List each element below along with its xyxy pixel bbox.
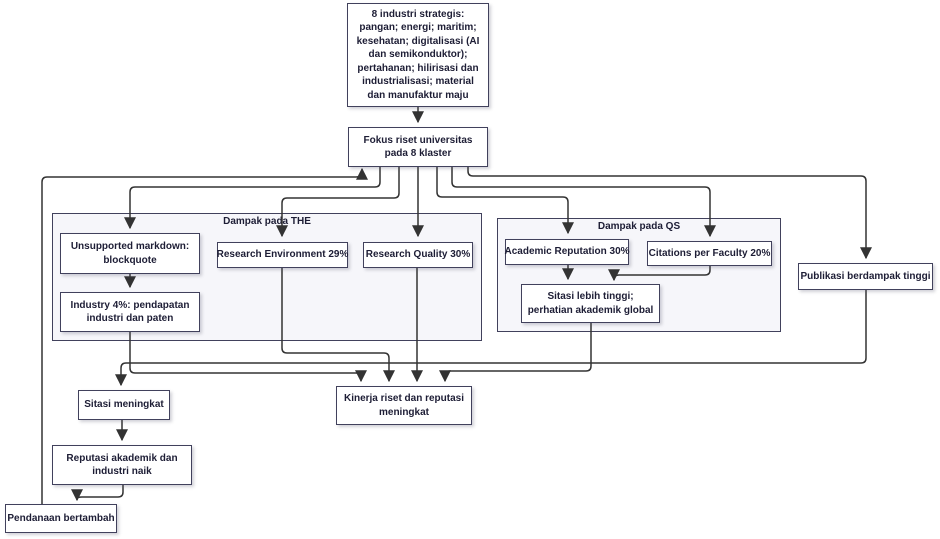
- node-sitasi-meningkat: Sitasi meningkat: [78, 390, 170, 420]
- node-citations-per-faculty: Citations per Faculty 20%: [647, 241, 772, 266]
- node-unsupported-markdown: Unsupported markdown: blockquote: [60, 233, 200, 274]
- edge-reputasi-to-pendanaan: [71, 485, 124, 502]
- edge-focus-to-publikasi: [467, 167, 872, 260]
- edge-sitasi-tinggi-to-kinerja: [439, 323, 592, 383]
- node-industry-4-percent: Industry 4%: pendapatan industri dan pat…: [60, 292, 200, 332]
- cluster-qs-label: Dampak pada QS: [597, 221, 681, 232]
- node-kinerja-riset: Kinerja riset dan reputasi meningkat: [336, 386, 472, 425]
- node-research-environment: Research Environment 29%: [217, 242, 348, 268]
- node-research-quality: Research Quality 30%: [363, 242, 473, 268]
- node-sitasi-lebih-tinggi: Sitasi lebih tinggi; perhatian akademik …: [521, 284, 660, 323]
- edge-publikasi-to-sitasi-meningkat: [115, 290, 867, 387]
- edge-environment-to-kinerja: [281, 268, 395, 383]
- cluster-the-label: Dampak pada THE: [223, 216, 311, 227]
- node-pendanaan-bertambah: Pendanaan bertambah: [5, 504, 117, 533]
- edge-pendanaan-to-focus: [41, 167, 368, 504]
- edge-focus-to-unsupported: [124, 167, 381, 230]
- edge-citations-to-sitasi-tinggi: [608, 266, 711, 282]
- node-8-industri-strategis: 8 industri strategis: pangan; energi; ma…: [347, 3, 489, 107]
- node-academic-reputation: Academic Reputation 30%: [504, 239, 630, 265]
- node-reputasi-naik: Reputasi akademik dan industri naik: [52, 445, 192, 485]
- edge-focus-to-citations-faculty: [451, 167, 716, 238]
- node-publikasi-berdampak-tinggi: Publikasi berdampak tinggi: [798, 263, 933, 290]
- edge-industry-to-kinerja: [129, 332, 367, 383]
- edge-focus-to-research-environment: [276, 167, 400, 238]
- node-fokus-riset-universitas: Fokus riset universitas pada 8 klaster: [348, 127, 488, 167]
- edge-focus-to-academic-reputation: [436, 167, 574, 235]
